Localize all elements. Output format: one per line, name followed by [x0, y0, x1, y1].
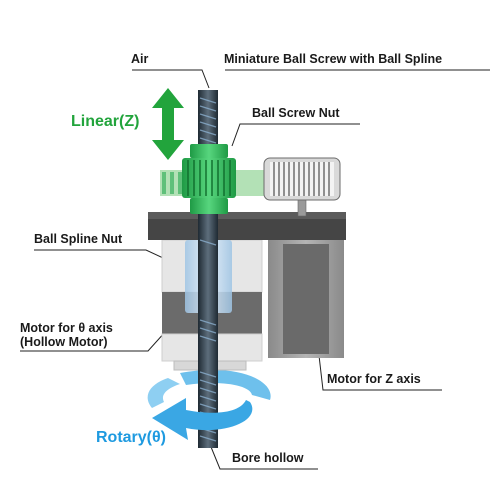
ball-screw-nut-label: Ball Screw Nut	[252, 106, 340, 120]
shaft-body	[198, 90, 218, 448]
ball-spline-nut-label: Ball Spline Nut	[34, 232, 123, 246]
nut-gear	[182, 158, 236, 198]
z-motor-pulley	[263, 157, 341, 201]
ball-screw-spline-label: Miniature Ball Screw with Ball Spline	[224, 52, 443, 66]
plate-front-face	[148, 219, 346, 240]
nut-gear-teeth	[187, 160, 231, 196]
bore-hollow-leader	[208, 441, 318, 470]
motor-theta-leader	[20, 330, 167, 352]
rotary-arrow-left-tail	[147, 378, 180, 408]
ball-screw-nut-leader	[231, 123, 360, 147]
motor-theta-label-line1: Motor for θ axis	[20, 321, 113, 335]
rotary-arrow-front	[152, 398, 253, 440]
plate-top-face	[148, 212, 346, 219]
belt-teeth-left	[162, 172, 182, 194]
motor-theta-label-line2: (Hollow Motor)	[20, 334, 108, 349]
air-label: Air	[131, 52, 149, 66]
ball-screw-shaft	[198, 90, 218, 448]
motor-theta-label: Motor for θ axis (Hollow Motor)	[20, 321, 113, 349]
air-leader	[132, 69, 210, 89]
z-motor	[268, 189, 344, 358]
motor-z-label: Motor for Z axis	[327, 372, 421, 386]
nut-lower-collar	[190, 198, 228, 214]
linear-z-label: Linear(Z)	[71, 113, 140, 130]
nut-upper-collar	[190, 144, 228, 158]
ball-spline-nut-leader	[34, 249, 177, 265]
linear-double-arrow	[152, 88, 184, 160]
rotary-theta-label: Rotary(θ)	[96, 429, 166, 446]
ball-screw-nut	[182, 144, 236, 214]
mounting-plate	[148, 212, 346, 240]
z-motor-face	[283, 244, 329, 354]
rotary-arrow-back	[180, 369, 271, 400]
bore-hollow-label: Bore hollow	[232, 451, 304, 465]
